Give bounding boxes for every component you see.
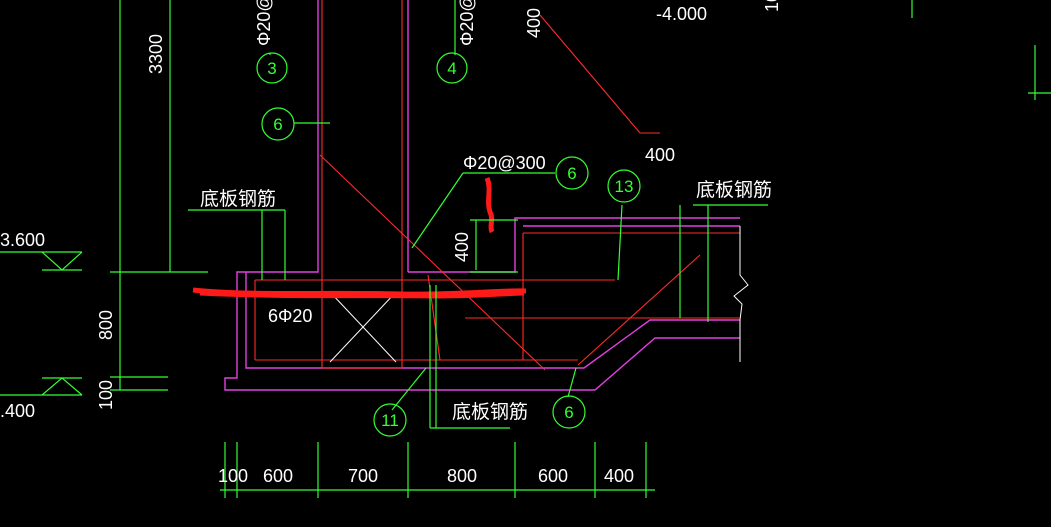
level-left-upper: 3.600 bbox=[0, 230, 45, 250]
base-rebar-label-left: 底板钢筋 bbox=[200, 188, 276, 210]
callout-bubbles: 3 4 6 6 13 11 6 bbox=[256, 52, 641, 437]
bottom-dimension-labels: 100 600 700 800 600 400 bbox=[218, 466, 634, 486]
text-labels: Φ20@ Φ20@ 400 -4.000 10 Φ20@300 400 400 … bbox=[0, 0, 782, 423]
dim-3300: 3300 bbox=[146, 34, 166, 74]
rebar-lines bbox=[254, 0, 740, 371]
column-x-mark bbox=[329, 291, 397, 363]
dim-400-vertical: 400 bbox=[452, 232, 472, 262]
bubble-4: 4 bbox=[447, 59, 456, 78]
break-line bbox=[733, 226, 749, 362]
dim-400-right: 400 bbox=[645, 145, 675, 165]
dim-400-top: 400 bbox=[524, 8, 544, 38]
dim-800: 800 bbox=[96, 310, 116, 340]
bubble-6-bottom: 6 bbox=[564, 403, 573, 422]
bubble-6-left: 6 bbox=[273, 115, 282, 134]
clipped-top-right: 10 bbox=[762, 0, 782, 12]
base-rebar-label-right: 底板钢筋 bbox=[696, 179, 772, 201]
level-left-lower: .400 bbox=[0, 401, 35, 421]
hand-markup bbox=[192, 177, 527, 299]
bottom-dim-600b: 600 bbox=[538, 466, 568, 486]
base-rebar-label-bottom: 底板钢筋 bbox=[452, 401, 528, 423]
rebar-label-4: Φ20@ bbox=[457, 0, 477, 46]
bottom-dim-800: 800 bbox=[447, 466, 477, 486]
bottom-dim-100: 100 bbox=[218, 466, 248, 486]
dimension-lines bbox=[0, 0, 1051, 498]
bubble-13: 13 bbox=[615, 177, 634, 196]
bubble-3: 3 bbox=[267, 59, 276, 78]
rebar-callout: Φ20@300 bbox=[463, 153, 546, 173]
rebar-label-3: Φ20@ bbox=[254, 0, 274, 46]
stirrup-label: 6Φ20 bbox=[268, 306, 312, 326]
level-top: -4.000 bbox=[656, 4, 707, 24]
bottom-dim-600: 600 bbox=[263, 466, 293, 486]
bubble-6-callout: 6 bbox=[567, 164, 576, 183]
concrete-outline bbox=[224, 0, 740, 391]
bottom-dim-700: 700 bbox=[348, 466, 378, 486]
dim-100-vertical: 100 bbox=[96, 380, 116, 410]
bottom-dim-400: 400 bbox=[604, 466, 634, 486]
bubble-11: 11 bbox=[381, 411, 399, 430]
